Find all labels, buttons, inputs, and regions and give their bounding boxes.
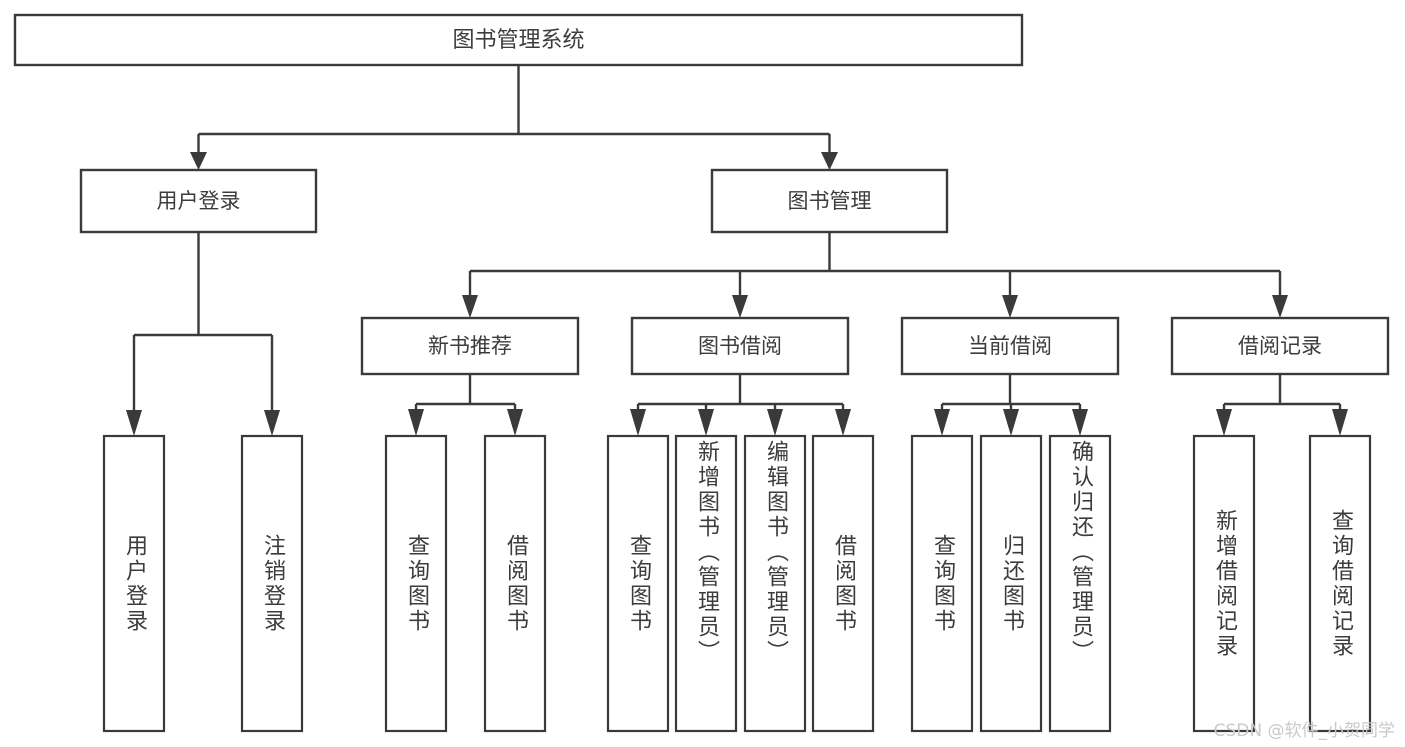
leaf-query-borrow-record-box[interactable]	[1308, 434, 1372, 733]
arrow-head-book-borrow	[732, 295, 748, 318]
node-book-management[interactable]: 图书管理	[710, 168, 949, 234]
leaf-query-book-current-box[interactable]	[910, 434, 974, 733]
arrow-head-new-book-recommend	[462, 295, 478, 318]
node-new-book-recommend[interactable]: 新书推荐	[360, 316, 580, 376]
node-book-borrow[interactable]: 图书借阅	[630, 316, 850, 376]
arrow-head-leaf-edit-book-admin	[767, 409, 783, 436]
leaf-add-borrow-record-box[interactable]	[1192, 434, 1256, 733]
arrow-head-leaf-query-borrow-record	[1332, 409, 1348, 436]
leaf-confirm-return-admin-box[interactable]	[1048, 434, 1112, 733]
leaf-user-logout-box[interactable]	[240, 434, 304, 733]
arrow-head-leaf-borrow-book	[835, 409, 851, 436]
connector-group-user-login	[126, 232, 280, 436]
arrow-head-current-borrow	[1002, 295, 1018, 318]
node-root-label: 图书管理系统	[452, 28, 584, 53]
node-borrow-record[interactable]: 借阅记录	[1170, 316, 1390, 376]
arrow-head-user-login	[190, 152, 207, 170]
arrow-head-leaf-add-book-admin	[698, 409, 714, 436]
leaf-add-book-admin-box[interactable]	[674, 434, 738, 733]
node-new-book-recommend-box[interactable]	[360, 316, 580, 376]
leaf-user-login-box[interactable]	[102, 434, 166, 733]
node-root[interactable]: 图书管理系统	[13, 13, 1024, 67]
arrow-head-leaf-query-book-recommend	[408, 409, 424, 436]
leaf-edit-book-admin-box[interactable]	[743, 434, 807, 733]
leaf-query-book-recommend-box[interactable]	[384, 434, 448, 733]
connector-group-book-management	[462, 232, 1288, 318]
node-current-borrow[interactable]: 当前借阅	[900, 316, 1120, 376]
leaf-return-book-box[interactable]	[979, 434, 1043, 733]
arrow-head-leaf-query-book-current	[934, 409, 950, 436]
arrow-head-leaf-query-book-borrow	[630, 409, 646, 436]
connector-group-borrow-record	[1216, 374, 1348, 436]
node-book-management-box[interactable]	[710, 168, 949, 234]
connector-group-root	[190, 65, 838, 170]
node-borrow-record-label: 借阅记录	[1238, 334, 1322, 358]
node-book-management-label: 图书管理	[788, 189, 872, 213]
connector-group-book-borrow	[630, 374, 851, 436]
node-borrow-record-box[interactable]	[1170, 316, 1390, 376]
connector-group-new-book-recommend	[408, 374, 523, 436]
arrow-head-leaf-confirm-return-admin	[1072, 409, 1088, 436]
arrow-head-leaf-borrow-book-recommend	[507, 409, 523, 436]
node-book-borrow-box[interactable]	[630, 316, 850, 376]
arrow-head-book-management	[821, 152, 838, 170]
leaf-borrow-book-recommend-box[interactable]	[483, 434, 547, 733]
leaf-borrow-book-box[interactable]	[811, 434, 875, 733]
connector-group-current-borrow	[934, 374, 1088, 436]
arrow-head-borrow-record	[1272, 295, 1288, 318]
csdn-watermark: CSDN @软件_小贺同学	[1213, 721, 1395, 741]
leaf-query-book-borrow-box[interactable]	[606, 434, 670, 733]
node-user-login[interactable]: 用户登录	[79, 168, 318, 234]
node-user-login-label: 用户登录	[157, 189, 241, 213]
node-root-box[interactable]	[13, 13, 1024, 67]
node-current-borrow-label: 当前借阅	[968, 334, 1052, 358]
arrow-head-leaf-add-borrow-record	[1216, 409, 1232, 436]
node-current-borrow-box[interactable]	[900, 316, 1120, 376]
node-user-login-box[interactable]	[79, 168, 318, 234]
arrow-head-leaf-user-login	[126, 410, 142, 436]
node-book-borrow-label: 图书借阅	[698, 334, 782, 358]
arrow-head-leaf-user-logout	[264, 410, 280, 436]
arrow-head-leaf-return-book	[1003, 409, 1019, 436]
node-new-book-recommend-label: 新书推荐	[428, 334, 512, 358]
leaf-boxes	[102, 434, 1372, 733]
